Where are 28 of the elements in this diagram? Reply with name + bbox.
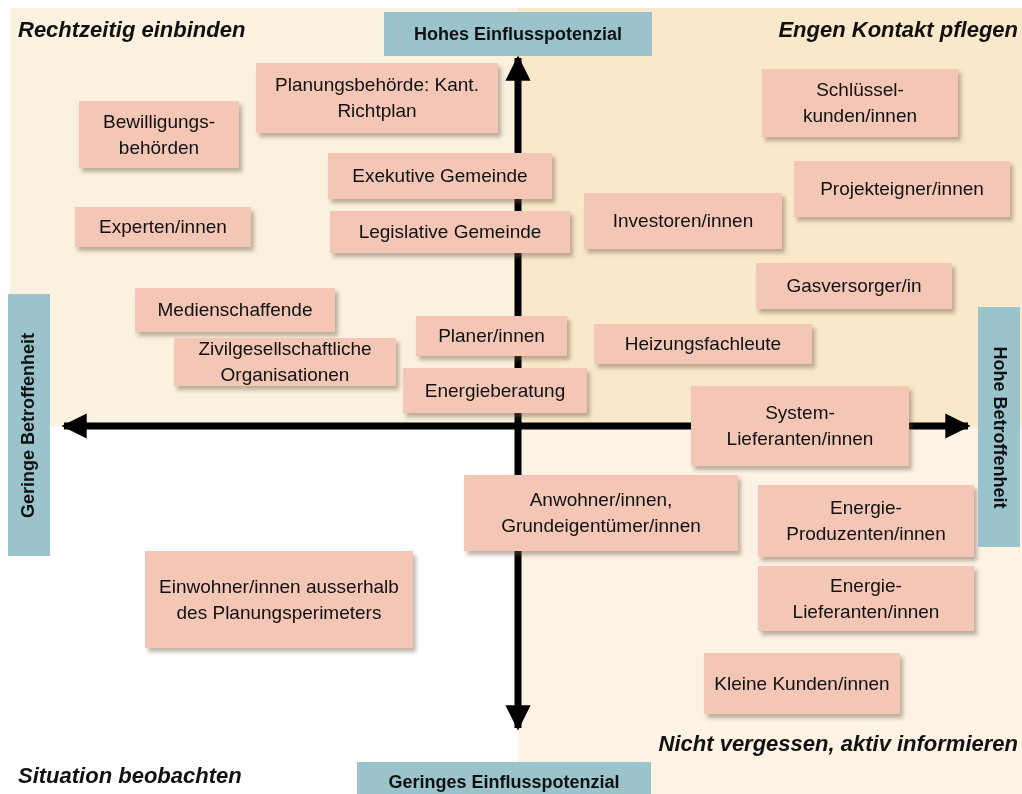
stakeholder-box: Schlüssel- kunden/innen <box>762 69 958 137</box>
stakeholder-box: Planungsbehörde: Kant. Richtplan <box>256 63 498 133</box>
stakeholder-box: System- Lieferanten/innen <box>691 386 909 466</box>
quadrant-title: Situation beobachten <box>18 762 242 790</box>
stakeholder-box: Exekutive Gemeinde <box>328 153 552 199</box>
stakeholder-box: Investoren/innen <box>584 193 782 249</box>
stakeholder-box: Energie- Produzenten/innen <box>758 485 974 557</box>
stakeholder-box: Legislative Gemeinde <box>330 211 570 253</box>
stakeholder-box: Medienschaffende <box>135 288 335 332</box>
stakeholder-box: Einwohner/innen ausserhalb des Planungsperimeters <box>145 551 413 648</box>
stakeholder-box: Energie- Lieferanten/innen <box>758 566 974 631</box>
axis-label: Hohes Einflusspotenzial <box>384 12 652 56</box>
stakeholder-box: Gasversorger/in <box>756 263 952 309</box>
axis-label: Hohe Betroffenheit <box>978 307 1020 547</box>
stakeholder-box: Projekteigner/innen <box>794 161 1010 217</box>
quadrant-title: Nicht vergessen, aktiv informieren <box>658 730 1018 758</box>
quadrant-title: Engen Kontakt pflegen <box>778 16 1018 44</box>
stakeholder-box: Kleine Kunden/innen <box>704 653 900 714</box>
quadrant-title: Rechtzeitig einbinden <box>18 16 246 44</box>
stakeholder-box: Anwohner/innen, Grundeigentümer/innen <box>464 475 738 551</box>
stakeholder-box: Planer/innen <box>416 316 567 356</box>
stakeholder-box: Heizungsfachleute <box>594 324 812 364</box>
stakeholder-box: Bewilligungs- behörden <box>79 101 239 168</box>
stakeholder-box: Zivilgesellschaftliche Organisationen <box>174 338 396 386</box>
stakeholder-box: Experten/innen <box>75 207 251 247</box>
stakeholder-box: Energieberatung <box>403 368 587 413</box>
axis-label: Geringe Betroffenheit <box>8 294 50 556</box>
axis-label: Geringes Einflusspotenzial <box>357 762 651 794</box>
